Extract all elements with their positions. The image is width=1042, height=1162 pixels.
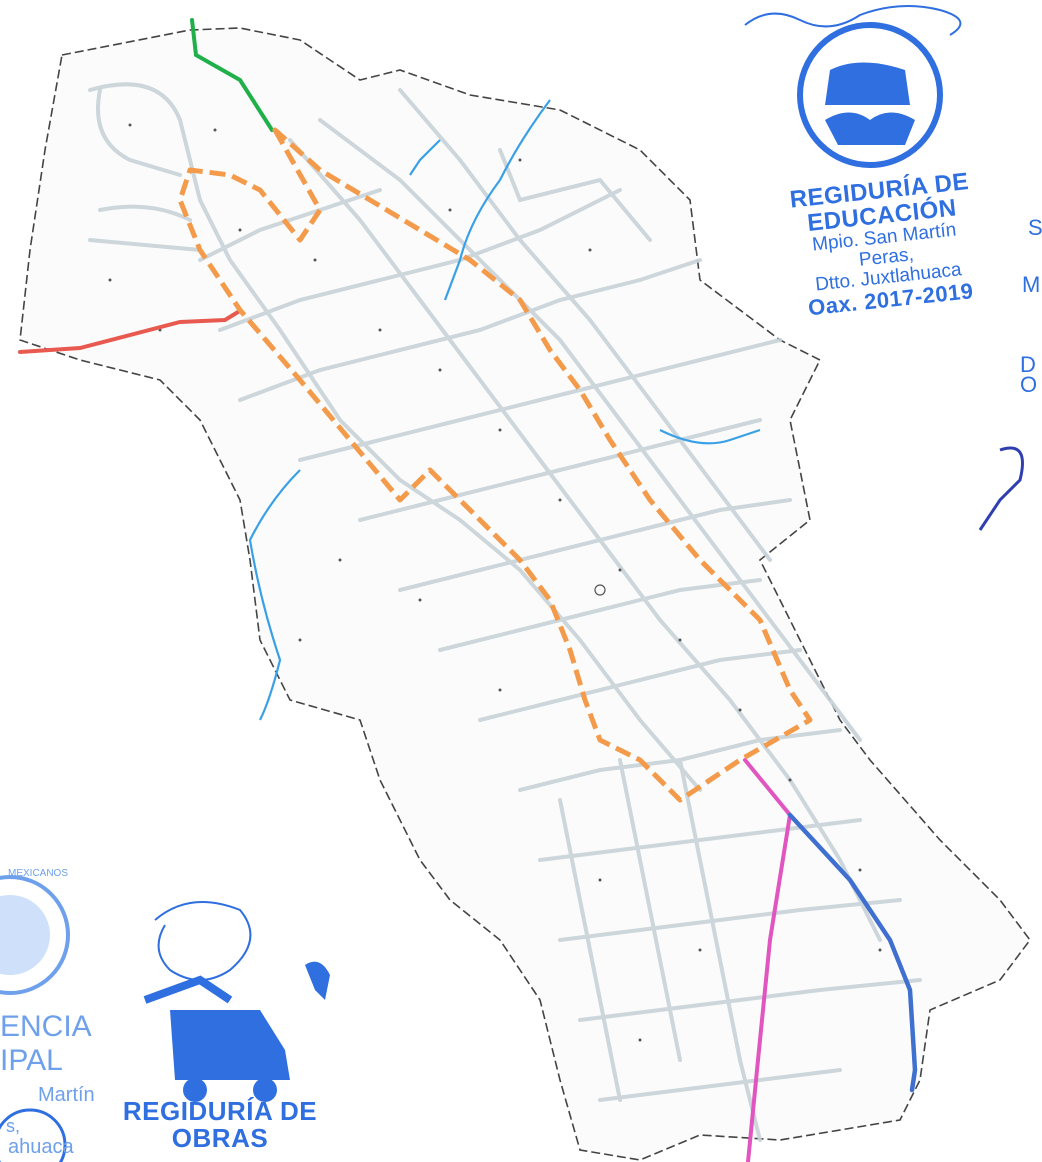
national-seal-partial bbox=[0, 875, 70, 1162]
route-green bbox=[190, 18, 274, 132]
route-blue bbox=[787, 812, 918, 1093]
small-decorative-mark bbox=[305, 961, 330, 1000]
right-stamp-line3: D bbox=[1020, 352, 1036, 377]
education-stamp-text: REGIDURÍA DE EDUCACIÓN Mpio. San Martín … bbox=[764, 166, 1007, 323]
route-pink bbox=[743, 758, 793, 1162]
street-grid bbox=[88, 82, 922, 1142]
signature-top bbox=[744, 5, 962, 36]
right-stamp-line1: S bbox=[1028, 215, 1042, 240]
left-stamp-line1: ENCIA bbox=[0, 1010, 92, 1043]
left-stamp-ring-text: MEXICANOS bbox=[8, 868, 69, 879]
right-stamp-line4: O bbox=[1020, 372, 1038, 397]
left-stamp-line3: Martín bbox=[38, 1084, 95, 1106]
right-stamp-line2: M bbox=[1022, 272, 1041, 297]
truck-icon bbox=[170, 1010, 290, 1080]
signature-right bbox=[978, 446, 1024, 531]
handshake-icon bbox=[825, 112, 915, 145]
signature-works bbox=[154, 901, 252, 981]
works-stamp-line1: REGIDURÍA DE bbox=[122, 1096, 318, 1126]
works-stamp-line2: OBRAS bbox=[171, 1123, 269, 1154]
works-stamp-emblem bbox=[143, 975, 290, 1102]
parcel-markers bbox=[108, 123, 882, 1042]
works-stamp-text: REGIDURÍA DE OBRAS bbox=[100, 1096, 340, 1154]
route-orange-dashed bbox=[177, 127, 813, 803]
left-stamp-line2: IPAL bbox=[0, 1044, 63, 1077]
left-stamp-line5: ahuaca bbox=[8, 1136, 74, 1158]
route-red bbox=[18, 310, 240, 354]
education-stamp-seal bbox=[797, 22, 943, 168]
rivers bbox=[248, 99, 761, 721]
left-stamp-line4: s, bbox=[6, 1116, 21, 1136]
